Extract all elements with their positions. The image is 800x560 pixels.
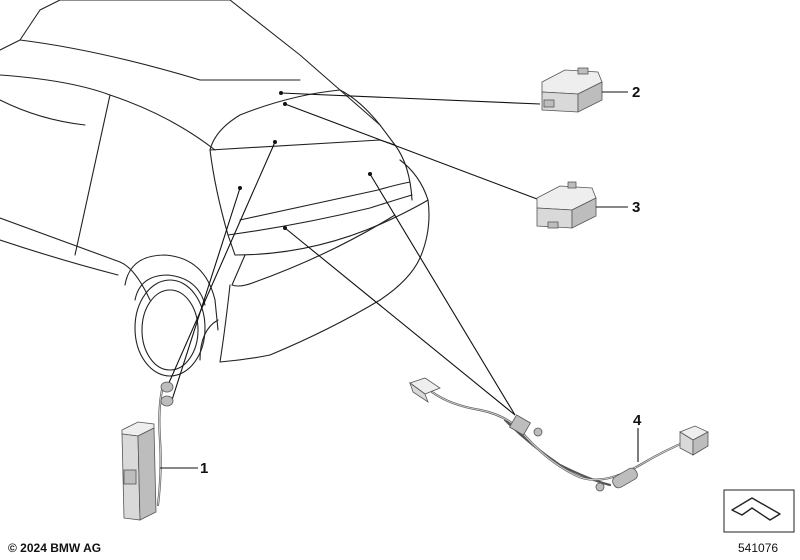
callout-4: 4 <box>633 412 642 429</box>
part-1-antenna-amplifier[interactable] <box>121 381 174 521</box>
view-direction-arrow-icon <box>723 489 795 533</box>
point-marker <box>279 91 283 95</box>
point-marker <box>273 140 277 144</box>
point-marker <box>283 102 287 106</box>
callout-2: 2 <box>632 84 640 101</box>
point-marker <box>283 226 287 230</box>
copyright-text: © 2024 BMW AG <box>8 541 102 555</box>
callout-3: 3 <box>632 199 640 216</box>
drawing-number: 541076 <box>738 541 779 555</box>
callout-1: 1 <box>200 460 208 477</box>
point-marker <box>368 172 372 176</box>
part-3-control-unit[interactable] <box>536 181 597 229</box>
part-4-cable-harness[interactable] <box>409 377 709 492</box>
car-rear-outline <box>0 0 430 377</box>
point-marker <box>238 186 242 190</box>
leader-lines <box>167 91 546 416</box>
part-2-control-unit[interactable] <box>541 67 603 113</box>
